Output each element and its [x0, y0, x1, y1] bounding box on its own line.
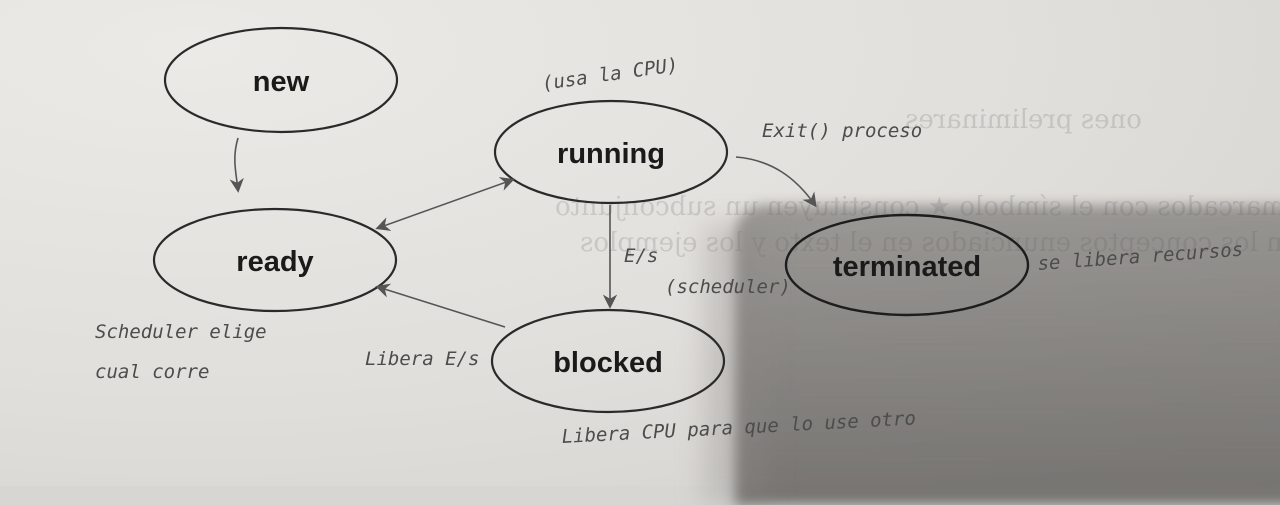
- edge-running-to-ready: [375, 177, 515, 231]
- node-new-label: new: [253, 66, 310, 98]
- process-state-diagram: new ready running blocked terminated (us…: [95, 26, 1244, 448]
- edge-running-to-terminated: [735, 156, 817, 208]
- hand-shadow-edge: [705, 225, 765, 505]
- node-new: new: [163, 26, 399, 134]
- node-terminated: terminated: [784, 213, 1030, 317]
- edge-new-to-ready: [229, 137, 244, 193]
- node-blocked-label: blocked: [553, 347, 663, 379]
- node-ready: ready: [152, 207, 398, 313]
- node-terminated-label: terminated: [833, 251, 981, 283]
- node-blocked: blocked: [490, 308, 726, 414]
- note-uses-cpu: (usa la CPU): [541, 54, 680, 95]
- node-running-label: running: [557, 138, 665, 170]
- note-scheduler-line1: Scheduler elige: [95, 321, 267, 343]
- node-running: running: [493, 99, 729, 205]
- note-frees-resources: se libera recursos: [1037, 239, 1244, 275]
- note-scheduler: (scheduler): [665, 276, 791, 298]
- edge-blocked-to-ready: [375, 283, 506, 328]
- note-exit: Exit() proceso: [762, 120, 922, 142]
- hand-shadow: [735, 205, 1280, 505]
- note-frees-io: Libera E/s: [365, 348, 479, 370]
- note-io: E/s: [624, 245, 658, 267]
- note-frees-cpu: Libera CPU para que lo use otro: [561, 407, 916, 448]
- note-scheduler-line2: cual corre: [95, 361, 209, 383]
- node-ready-label: ready: [236, 246, 313, 278]
